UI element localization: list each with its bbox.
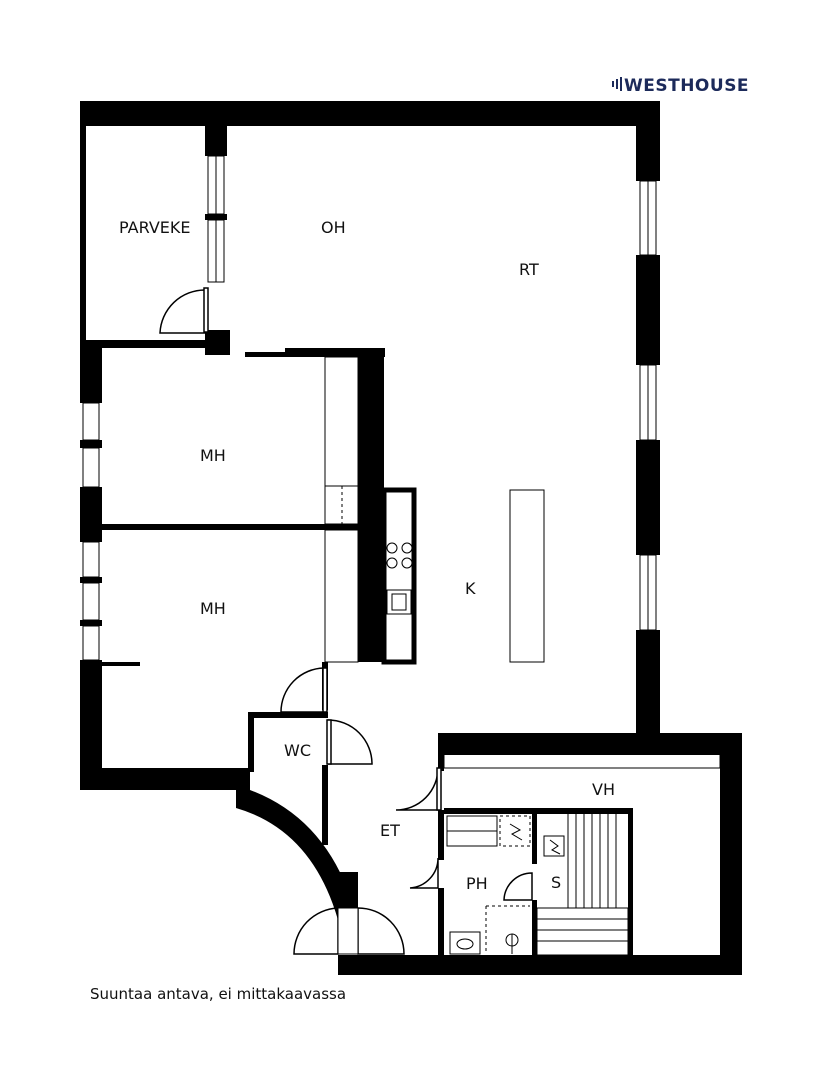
kitchen-fixtures bbox=[386, 489, 545, 663]
room-label-wc: WC bbox=[284, 741, 311, 760]
room-label-k: K bbox=[465, 579, 476, 598]
room-label-rt: RT bbox=[519, 260, 539, 279]
room-label-vh: VH bbox=[592, 780, 615, 799]
room-label-s: S bbox=[551, 873, 561, 892]
room-label-oh: OH bbox=[321, 218, 346, 237]
windows bbox=[82, 155, 657, 661]
logo-text: WESTHOUSE bbox=[624, 76, 749, 96]
wardrobes bbox=[324, 356, 721, 769]
room-label-mh-1: MH bbox=[200, 446, 226, 465]
room-label-ph: PH bbox=[466, 874, 488, 893]
bathroom-fixtures bbox=[446, 814, 629, 956]
doors bbox=[159, 287, 533, 955]
walls bbox=[80, 101, 742, 975]
room-label-mh-2: MH bbox=[200, 599, 226, 618]
westhouse-logo: WESTHOUSE bbox=[612, 76, 749, 96]
room-label-et: ET bbox=[380, 821, 400, 840]
footer-note: Suuntaa antava, ei mittakaavassa bbox=[90, 985, 347, 1003]
room-label-parveke: PARVEKE bbox=[119, 218, 190, 237]
